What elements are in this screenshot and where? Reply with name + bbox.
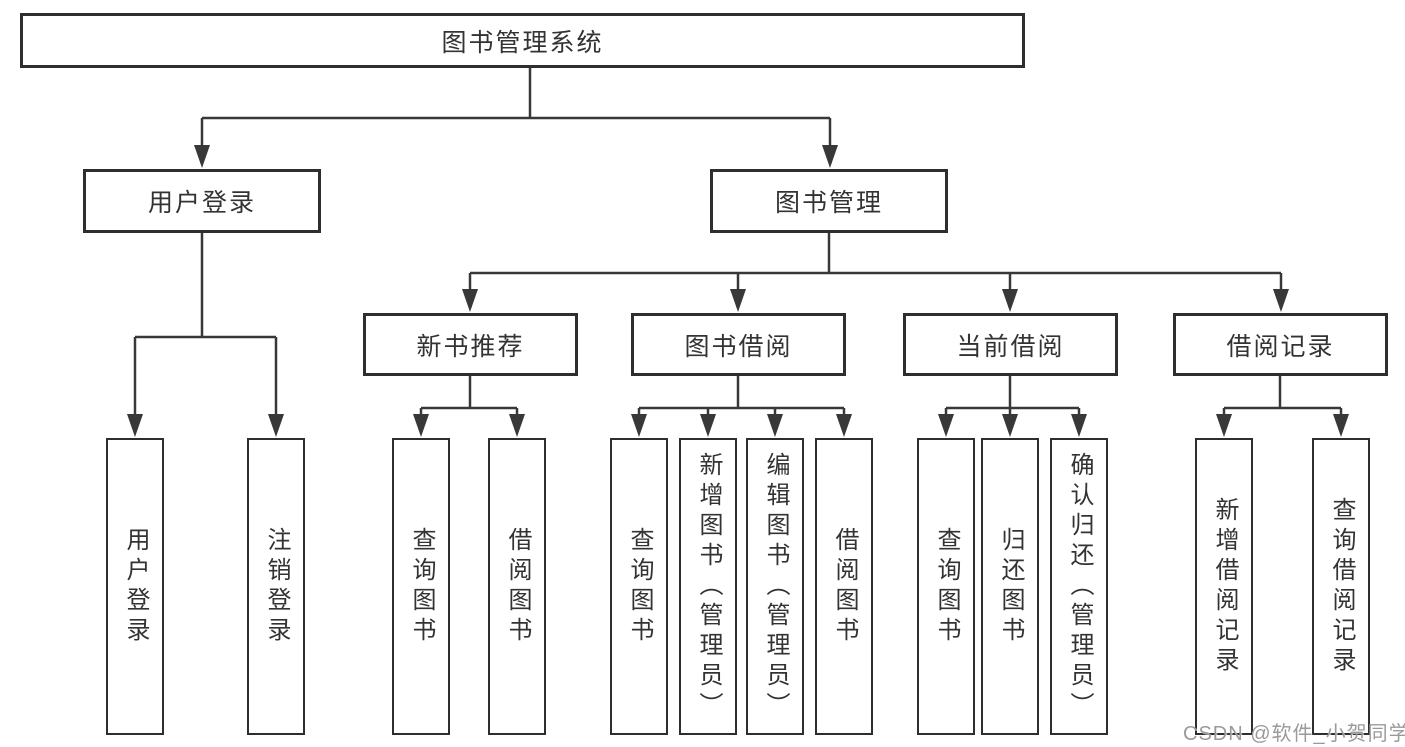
- node-new-book-recommend: 新书推荐: [363, 313, 578, 376]
- leaf-query-borrow-record: 查询借阅记录: [1312, 438, 1370, 735]
- leaf-query-book-recommend: 查询图书: [392, 438, 450, 735]
- leaf-label: 归还图书: [997, 526, 1024, 647]
- leaf-label: 借阅图书: [831, 526, 858, 647]
- leaf-label: 注销登录: [263, 526, 290, 647]
- node-library-management-system: 图书管理系统: [20, 13, 1025, 68]
- leaf-return-book: 归还图书: [981, 438, 1039, 735]
- leaf-query-book-borrow: 查询图书: [610, 438, 668, 735]
- leaf-label: 查询借阅记录: [1328, 496, 1355, 677]
- leaf-add-book-admin: 新增图书（管理员）: [679, 438, 737, 735]
- leaf-borrow-book: 借阅图书: [815, 438, 873, 735]
- leaf-user-login: 用户登录: [106, 438, 164, 735]
- node-user-login: 用户登录: [83, 169, 321, 233]
- leaf-confirm-return-admin: 确认归还（管理员）: [1050, 438, 1108, 735]
- leaf-query-book-current: 查询图书: [917, 438, 975, 735]
- leaf-label: 查询图书: [626, 526, 653, 647]
- node-label: 图书管理系统: [441, 28, 604, 57]
- node-book-borrow: 图书借阅: [631, 313, 846, 376]
- node-label: 当前借阅: [956, 332, 1065, 361]
- watermark: CSDN @软件_小贺同学: [1183, 723, 1405, 745]
- node-current-borrow: 当前借阅: [903, 313, 1118, 376]
- node-label: 借阅记录: [1226, 332, 1335, 361]
- leaf-label: 借阅图书: [504, 526, 531, 647]
- leaf-borrow-book-recommend: 借阅图书: [488, 438, 546, 735]
- leaf-logout: 注销登录: [247, 438, 305, 735]
- node-label: 新书推荐: [416, 332, 525, 361]
- node-borrow-records: 借阅记录: [1173, 313, 1388, 376]
- leaf-label: 用户登录: [122, 526, 149, 647]
- node-book-management: 图书管理: [710, 169, 948, 233]
- node-label: 图书借阅: [684, 332, 793, 361]
- leaf-label: 新增图书（管理员）: [695, 451, 722, 722]
- node-label: 图书管理: [774, 189, 883, 217]
- leaf-label: 查询图书: [408, 526, 435, 647]
- leaf-label: 编辑图书（管理员）: [762, 451, 789, 722]
- leaf-label: 新增借阅记录: [1211, 496, 1238, 677]
- node-label: 用户登录: [147, 189, 256, 217]
- leaf-add-borrow-record: 新增借阅记录: [1195, 438, 1253, 735]
- leaf-label: 确认归还（管理员）: [1066, 451, 1093, 722]
- leaf-label: 查询图书: [933, 526, 960, 647]
- leaf-edit-book-admin: 编辑图书（管理员）: [746, 438, 804, 735]
